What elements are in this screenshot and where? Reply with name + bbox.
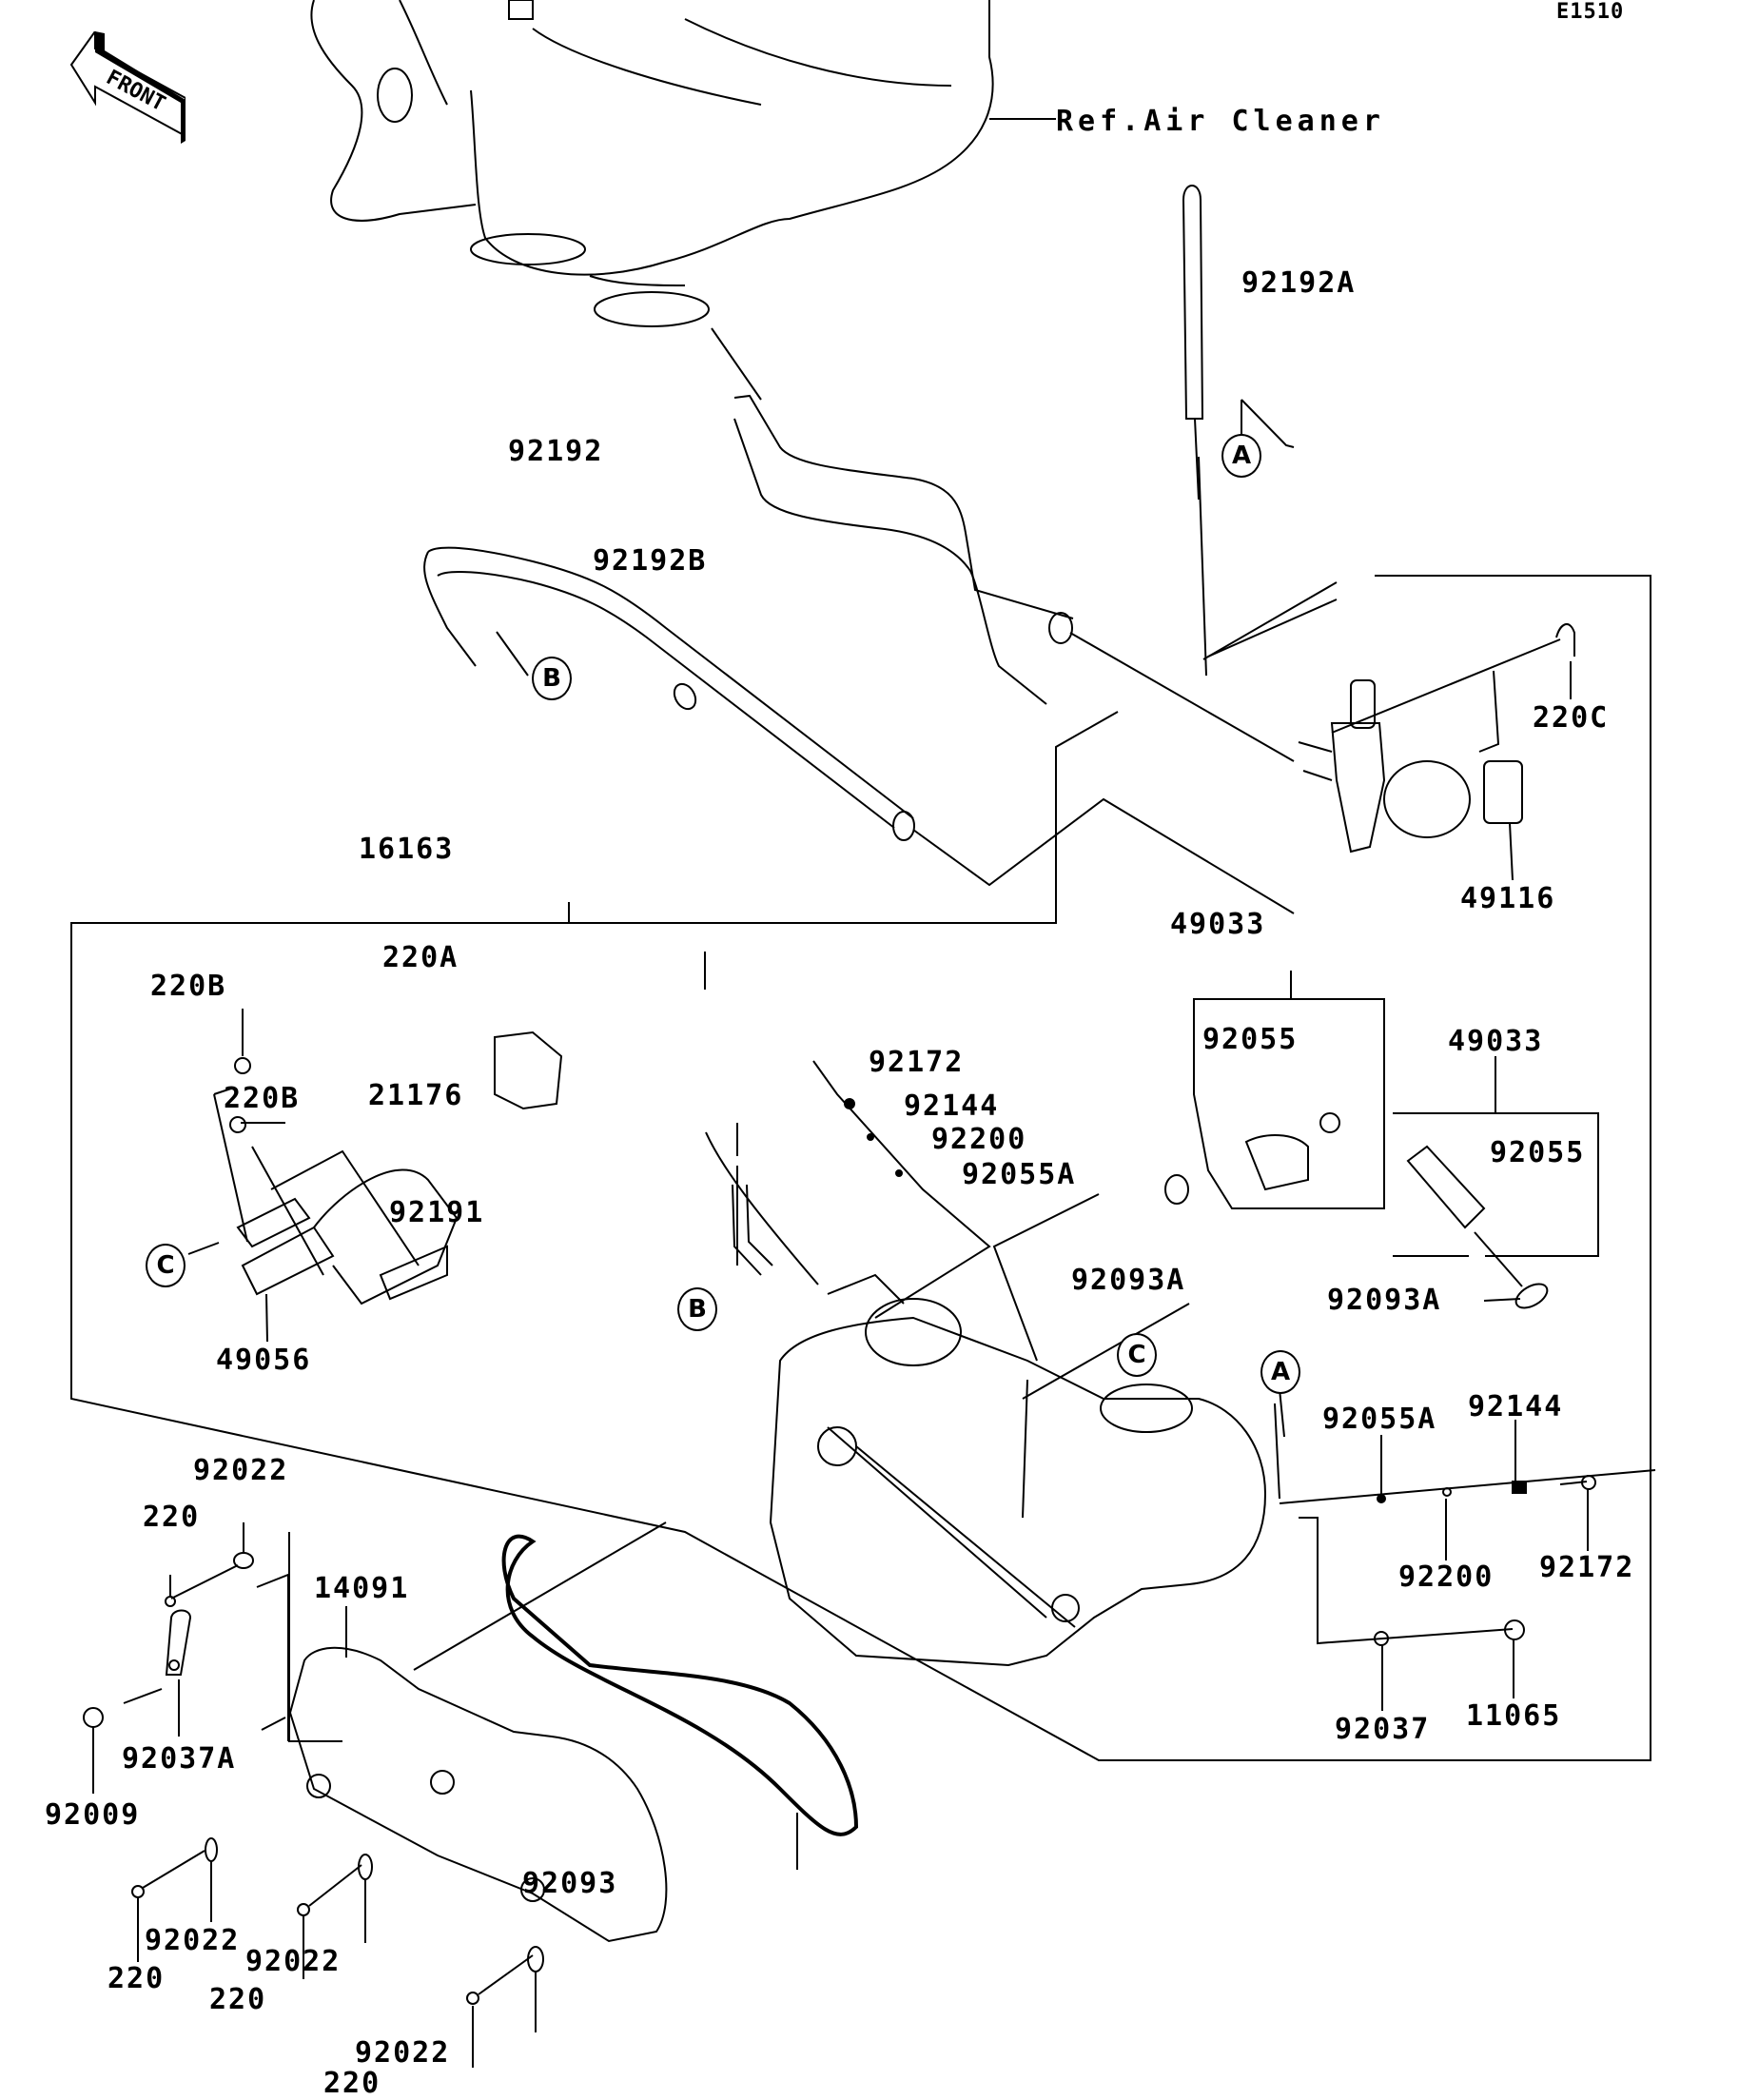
part-label-92055A[interactable]: 92055A — [962, 1158, 1077, 1191]
part-label-49116[interactable]: 49116 — [1460, 882, 1556, 915]
part-label-92200[interactable]: 92200 — [931, 1123, 1027, 1156]
part-label-92093[interactable]: 92093 — [522, 1867, 618, 1900]
part-label-92192A[interactable]: 92192A — [1241, 266, 1357, 300]
part-label-16163[interactable]: 16163 — [359, 833, 455, 866]
hose-92191-drawing — [732, 1184, 773, 1276]
idle-valve-49056-drawing — [187, 1009, 459, 1343]
reference-air-cleaner-label: Ref.Air Cleaner — [1056, 105, 1385, 138]
part-label-92172[interactable]: 92172 — [1539, 1551, 1635, 1584]
part-label-92055A[interactable]: 92055A — [1322, 1403, 1437, 1436]
part-label-220[interactable]: 220 — [143, 1501, 201, 1534]
part-label-92055[interactable]: 92055 — [1202, 1023, 1299, 1056]
front-arrow-icon: FRONT — [69, 28, 186, 144]
part-label-92022[interactable]: 92022 — [145, 1924, 241, 1957]
part-label-92191[interactable]: 92191 — [389, 1196, 485, 1229]
hose-92192A-drawing — [1182, 185, 1295, 677]
part-label-92093A[interactable]: 92093A — [1071, 1264, 1186, 1297]
air-cleaner-drawing — [310, 0, 1056, 327]
part-label-92093A[interactable]: 92093A — [1327, 1284, 1442, 1317]
part-label-92144[interactable]: 92144 — [904, 1089, 1000, 1123]
part-label-220B[interactable]: 220B — [224, 1082, 301, 1115]
part-label-92022[interactable]: 92022 — [193, 1454, 289, 1487]
part-label-49033[interactable]: 49033 — [1170, 908, 1266, 941]
callout-C: C — [146, 1244, 186, 1287]
part-label-220[interactable]: 220 — [209, 1983, 267, 2016]
hose-92192-drawing — [711, 327, 1295, 762]
part-label-92009[interactable]: 92009 — [45, 1798, 141, 1832]
callout-B: B — [677, 1287, 717, 1331]
part-label-220B[interactable]: 220B — [150, 970, 227, 1003]
part-label-92037[interactable]: 92037 — [1335, 1713, 1431, 1746]
front-direction-arrow: FRONT — [52, 28, 186, 168]
valve-49116-drawing — [1207, 599, 1575, 881]
belt-92093-drawing — [501, 1534, 859, 1870]
part-label-92055[interactable]: 92055 — [1490, 1136, 1586, 1169]
part-label-92144[interactable]: 92144 — [1468, 1390, 1564, 1423]
part-label-220C[interactable]: 220C — [1533, 701, 1610, 735]
adjust-screw-parts-drawing — [1374, 1420, 1596, 1711]
hose-92192B-drawing — [423, 546, 1295, 914]
diagram-code: E1510 — [1556, 0, 1625, 24]
part-label-49033[interactable]: 49033 — [1448, 1025, 1544, 1058]
part-label-220A[interactable]: 220A — [382, 941, 459, 974]
callout-A: A — [1260, 1350, 1300, 1394]
part-label-92192B[interactable]: 92192B — [593, 544, 708, 578]
part-label-92200[interactable]: 92200 — [1398, 1560, 1495, 1594]
throttle-body-drawing — [769, 1273, 1656, 1667]
part-label-14091[interactable]: 14091 — [314, 1572, 410, 1605]
part-label-92022[interactable]: 92022 — [245, 1945, 342, 1978]
callout-A: A — [1221, 434, 1261, 478]
sensor-21176-drawing — [494, 0, 819, 1286]
part-label-92022[interactable]: 92022 — [355, 2036, 451, 2070]
callout-C: C — [1117, 1333, 1157, 1377]
part-label-11065[interactable]: 11065 — [1466, 1699, 1562, 1733]
callout-B: B — [532, 657, 572, 700]
assembly-bracket-lines — [70, 575, 1651, 1761]
part-label-21176[interactable]: 21176 — [368, 1079, 464, 1112]
part-label-92192[interactable]: 92192 — [508, 435, 604, 468]
part-label-92037A[interactable]: 92037A — [122, 1742, 237, 1776]
fasteners-drawing — [83, 1522, 544, 2068]
part-label-92172[interactable]: 92172 — [869, 1046, 965, 1079]
fuel-injector-parts-drawing — [812, 1060, 1549, 1362]
part-label-49056[interactable]: 49056 — [216, 1344, 312, 1377]
part-label-220[interactable]: 220 — [323, 2067, 381, 2100]
part-label-220[interactable]: 220 — [107, 1962, 166, 1995]
belt-cover-14091-drawing — [256, 1521, 668, 1943]
